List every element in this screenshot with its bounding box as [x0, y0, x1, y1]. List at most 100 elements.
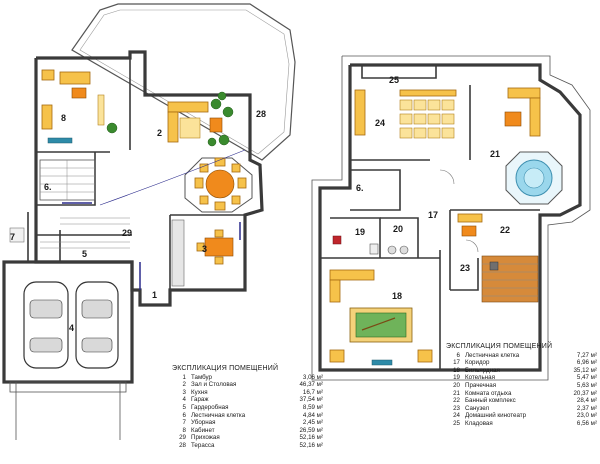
legend-ground-name: Гардеробная	[191, 403, 229, 411]
legend-basement-number: 23	[453, 404, 460, 412]
staircase-ground	[39, 159, 96, 204]
wall-laundry	[380, 217, 419, 258]
room-label-1: 1	[152, 290, 157, 300]
entry-path-curve	[99, 149, 246, 206]
legend-basement-area: 23,0 м²	[576, 412, 597, 420]
legend-basement-row: 18 Бильярдная 35,12 м²	[446, 367, 597, 375]
legend-basement-area: 7,27 м²	[576, 351, 597, 359]
legend-ground-row: 6 Лестничная клетка 4,84 м²	[172, 412, 323, 420]
room-label-2: 2	[157, 128, 162, 138]
basement-outer-wall	[318, 63, 582, 372]
room-label-29: 29	[122, 228, 132, 238]
kitchen-furniture	[171, 219, 241, 287]
legend-ground-area: 46,37 м²	[299, 381, 323, 389]
legend-ground-name: Гараж	[191, 396, 209, 404]
legend-basement-name: Котельная	[465, 374, 495, 382]
room-label-8: 8	[61, 113, 66, 123]
legend-basement-number: 21	[453, 389, 460, 397]
lounge-furniture	[504, 87, 541, 137]
door-arc-basement	[439, 169, 455, 185]
legend-basement-area: 28,4 м²	[576, 397, 597, 405]
legend-ground-area: 16,7 м²	[302, 388, 323, 396]
dining-table	[184, 157, 253, 213]
room-label-19: 19	[355, 227, 365, 237]
car-left	[23, 281, 69, 369]
legend-basement-area: 2,37 м²	[576, 404, 597, 412]
legend-ground-area: 3,06 м²	[302, 373, 323, 381]
legend-ground-area: 52,16 м²	[299, 441, 323, 449]
door-arc-sauna	[465, 239, 479, 253]
terrace-outline	[71, 3, 296, 161]
legend-basement-name: Прачечная	[465, 381, 497, 389]
room-label-5: 5	[82, 249, 87, 259]
legend-ground-name: Уборная	[191, 419, 216, 427]
legend-ground-number: 1	[182, 373, 186, 381]
room-label-22: 22	[500, 225, 510, 235]
ground-floor-plan	[2, 3, 296, 440]
legend-ground-name: Лестничная клетка	[191, 411, 246, 419]
legend-basement-name: Бильярдная	[465, 366, 500, 374]
room-labels: 8 2 28 6. 7 29 5 3 1 4 25 24 21 6. 17 19…	[10, 75, 510, 333]
garage	[2, 260, 134, 440]
room-label-23: 23	[460, 263, 470, 273]
car-right	[75, 281, 119, 369]
legend-ground-number: 6	[182, 411, 186, 419]
legend-basement-number: 19	[453, 374, 460, 382]
legend-basement-area: 35,12 м²	[573, 366, 597, 374]
terrace-outline-inner	[79, 9, 290, 155]
cabinet-furniture	[41, 69, 118, 144]
legend-ground-name: Зал и Столовая	[191, 381, 237, 389]
legend-basement-number: 17	[453, 359, 460, 367]
legend-ground-number: 5	[182, 403, 186, 411]
room-label-7: 7	[10, 232, 15, 242]
cinema-seats	[354, 89, 457, 139]
legend-basement-title: ЭКСПЛИКАЦИЯ ПОМЕЩЕНИЙ	[446, 343, 553, 350]
legend-ground-name: Терасса	[191, 441, 215, 449]
legend-basement-name: Комната отдыха	[465, 389, 512, 397]
sauna-furniture	[457, 213, 539, 303]
legend-basement-row: 17 Коридор 6,96 м²	[446, 359, 597, 367]
legend-ground-number: 3	[182, 388, 186, 396]
legend-basement-number: 6	[456, 351, 460, 359]
basement-outer-line	[311, 55, 591, 381]
basement-plan	[311, 55, 591, 381]
legend-basement-number: 20	[453, 381, 460, 389]
legend-ground-title: ЭКСПЛИКАЦИЯ ПОМЕЩЕНИЙ	[172, 365, 279, 372]
legend-basement-number: 18	[453, 366, 460, 374]
legend-ground-area: 26,59 м²	[299, 426, 323, 434]
legend-basement-name: Банный комплекс	[465, 397, 516, 405]
jacuzzi	[505, 151, 563, 205]
legend-basement-name: Коридор	[465, 359, 490, 367]
legend-basement-number: 24	[453, 412, 460, 420]
room-label-4: 4	[69, 323, 74, 333]
legend-basement-number: 25	[453, 419, 460, 427]
legend-ground-number: 29	[179, 434, 186, 442]
room-label-17: 17	[428, 210, 438, 220]
legend-basement-area: 20,37 м²	[573, 389, 597, 397]
legend-ground-number: 4	[182, 396, 186, 404]
legend-basement-area: 6,56 м²	[576, 419, 597, 427]
hall-furniture	[167, 91, 234, 147]
billiard-furniture	[329, 269, 433, 366]
legend-ground-area: 2,45 м²	[302, 419, 323, 427]
legend-basement-area: 6,96 м²	[576, 359, 597, 367]
legend-ground-area: 4,84 м²	[302, 411, 323, 419]
legend-ground-name: Тамбур	[191, 373, 212, 381]
